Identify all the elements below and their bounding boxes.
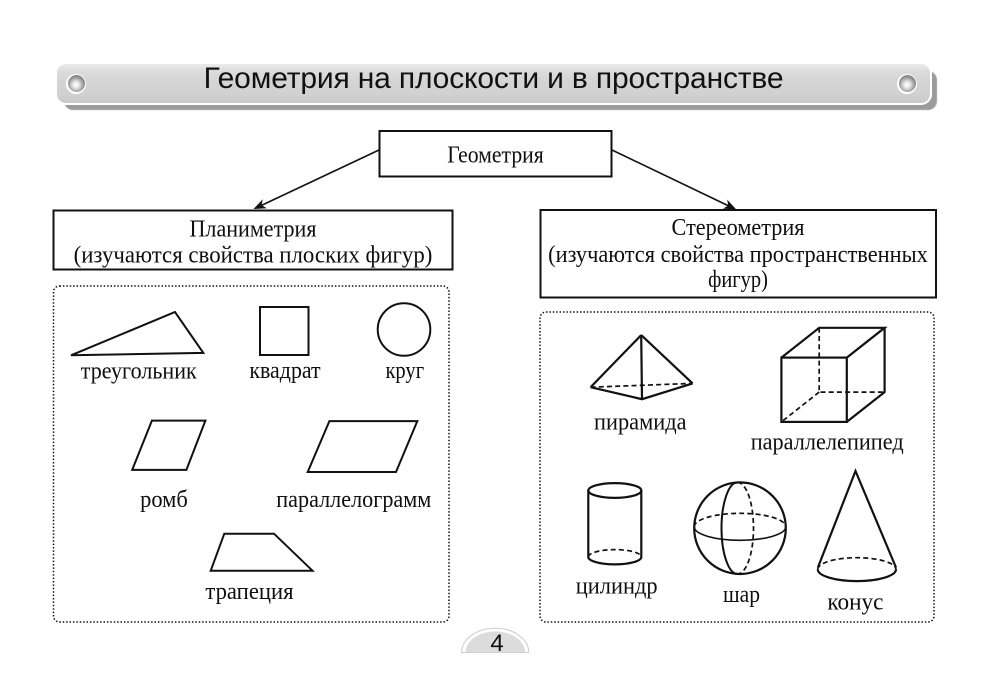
svg-text:параллелепипед: параллелепипед	[751, 429, 904, 455]
svg-text:пирамида: пирамида	[594, 410, 687, 436]
svg-text:Планиметрия: Планиметрия	[190, 217, 317, 243]
svg-text:конус: конус	[827, 590, 883, 616]
svg-text:квадрат: квадрат	[249, 358, 321, 384]
svg-text:трапеция: трапеция	[205, 579, 293, 605]
svg-text:треугольник: треугольник	[81, 359, 197, 385]
svg-text:параллелограмм: параллелограмм	[276, 487, 431, 513]
svg-text:шар: шар	[723, 582, 760, 608]
svg-text:ромб: ромб	[140, 487, 188, 513]
svg-text:круг: круг	[385, 358, 424, 384]
svg-text:Геометрия: Геометрия	[447, 143, 544, 169]
svg-text:4: 4	[490, 630, 503, 657]
svg-text:фигур): фигур)	[708, 267, 768, 293]
svg-text:цилиндр: цилиндр	[576, 573, 658, 599]
svg-text:(изучаются свойства плоских фи: (изучаются свойства плоских фигур)	[74, 243, 433, 269]
svg-text:Стереометрия: Стереометрия	[672, 215, 805, 241]
svg-text:(изучаются свойства пространст: (изучаются свойства пространственных	[548, 242, 928, 268]
